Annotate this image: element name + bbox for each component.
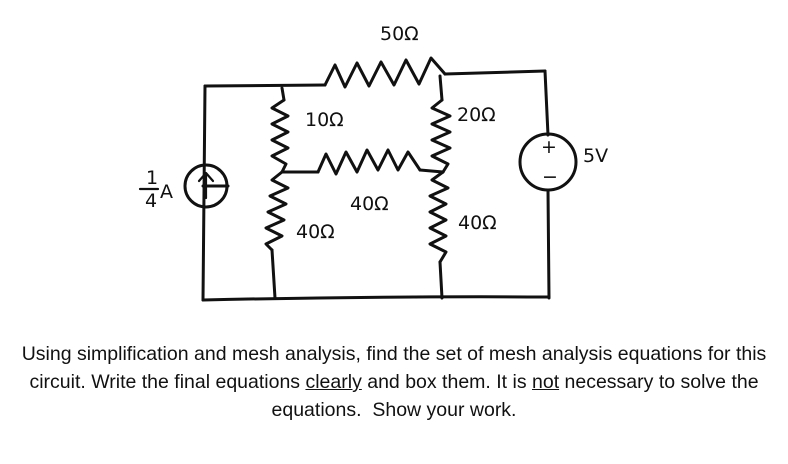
left-node-top-wire <box>280 86 286 102</box>
resistor-10-ohm <box>270 98 290 174</box>
right-node-top-wire <box>438 74 444 102</box>
question-text: Using simplification and mesh analysis, … <box>20 340 768 424</box>
resistor-50-ohm <box>323 56 447 89</box>
voltage-source-circle <box>518 132 578 192</box>
label-5-volt: 5V <box>583 145 608 167</box>
label-10-ohm: 10Ω <box>305 109 344 131</box>
left-wire <box>201 84 207 302</box>
current-numerator: 1 <box>146 167 158 189</box>
left-inner-bottom-wire <box>270 248 277 300</box>
question-part-1: Using simplification and mesh analysis, … <box>21 343 772 393</box>
resistor-20-ohm <box>430 98 452 174</box>
current-unit: A <box>160 181 173 203</box>
label-20-ohm: 20Ω <box>457 104 496 126</box>
right-upper-wire <box>543 69 550 137</box>
bottom-wire <box>201 295 551 302</box>
circuit-diagram: 50Ω 10Ω 20Ω 40Ω 40Ω 40Ω 1 4 A + − 5V <box>138 23 608 302</box>
voltage-minus: − <box>542 166 558 188</box>
question-part-2: and box them. It is <box>361 371 532 393</box>
current-source-label: 1 4 A <box>138 167 173 212</box>
right-inner-bottom-wire <box>438 260 444 300</box>
label-50-ohm: 50Ω <box>380 23 419 45</box>
question-not: not <box>532 371 560 393</box>
resistor-40-ohm-lower-right <box>428 170 450 264</box>
question-part-3: necessary to solve the equations. Show y… <box>271 371 764 421</box>
label-40-ohm-middle: 40Ω <box>350 193 389 215</box>
current-source-circle <box>183 163 229 209</box>
resistor-40-ohm-middle <box>316 148 422 176</box>
current-source <box>183 163 229 209</box>
label-40-ohm-lower-right: 40Ω <box>458 212 497 234</box>
voltage-plus: + <box>541 136 557 158</box>
top-right-wire <box>443 69 547 76</box>
label-40-ohm-lower-left: 40Ω <box>296 221 335 243</box>
arrow-up-icon <box>197 171 215 200</box>
resistor-40-ohm-lower-left <box>264 170 290 252</box>
current-denominator: 4 <box>145 190 157 212</box>
top-left-wire <box>203 83 327 88</box>
voltage-source <box>518 132 578 192</box>
question-clearly: clearly <box>305 371 362 393</box>
right-lower-wire <box>546 188 551 300</box>
middle-right-wire <box>418 168 445 174</box>
circuit-wires <box>201 69 551 302</box>
